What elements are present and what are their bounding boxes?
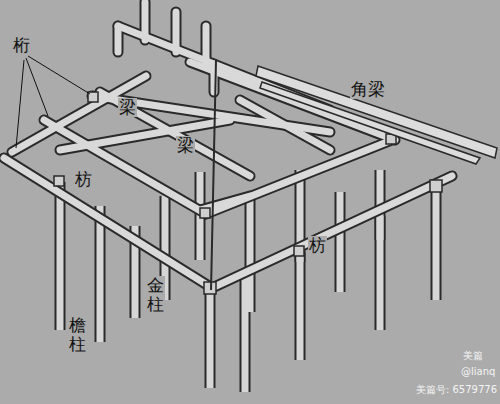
leader-lines <box>16 56 90 148</box>
corner-beam <box>256 66 497 164</box>
part-label: 檐柱 <box>68 316 87 353</box>
part-label: 金柱 <box>146 276 165 313</box>
part-label: 枋 <box>74 170 93 189</box>
watermark: 美篇号: 6579776 <box>415 384 498 395</box>
part-label: 梁 <box>176 136 195 155</box>
part-label: 梁 <box>118 98 137 117</box>
part-label: 桁 <box>12 36 31 55</box>
part-label: 角梁 <box>350 80 386 99</box>
part-label: 枋 <box>308 236 327 255</box>
watermark: @lianq <box>460 366 496 377</box>
watermark: 美篇 <box>462 350 484 361</box>
